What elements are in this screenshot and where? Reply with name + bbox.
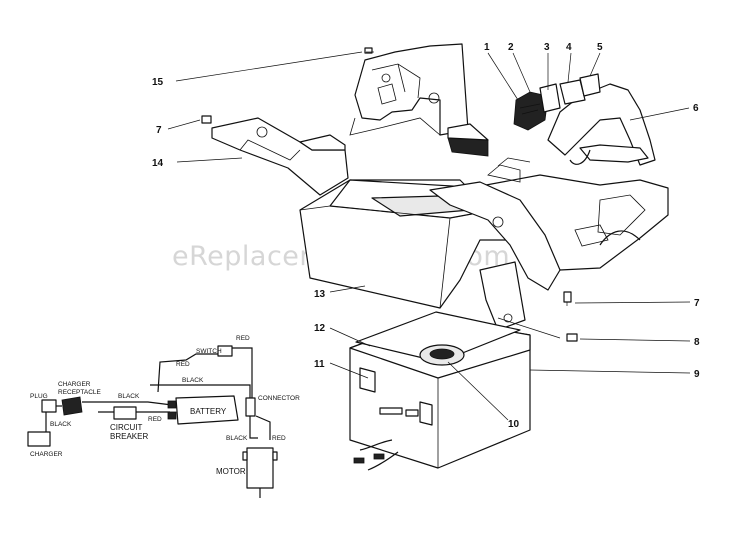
callout-10: 10 — [508, 419, 520, 430]
callout-1: 1 — [484, 42, 490, 53]
svg-text:RED: RED — [272, 435, 286, 442]
svg-text:BATTERY: BATTERY — [190, 407, 227, 416]
callout-14: 14 — [152, 158, 164, 169]
rear-bracket-part — [349, 43, 469, 136]
svg-text:PLUG: PLUG — [30, 393, 48, 400]
callout-11: 11 — [314, 359, 325, 370]
callout-9: 9 — [694, 369, 700, 380]
circuit-breaker-component — [113, 406, 137, 420]
screw-7-right — [563, 291, 572, 306]
switch-cluster — [513, 73, 601, 131]
svg-text:BREAKER: BREAKER — [110, 432, 148, 441]
callout-4: 4 — [566, 42, 572, 53]
left-armrest-part — [211, 117, 349, 196]
box-wires — [353, 439, 399, 471]
svg-text:RED: RED — [176, 361, 190, 368]
svg-text:CHARGER: CHARGER — [58, 381, 91, 388]
charger-receptacle — [61, 396, 83, 416]
screw-7-left — [201, 115, 212, 124]
callout-2: 2 — [508, 42, 514, 53]
svg-text:MOTOR: MOTOR — [216, 467, 246, 476]
callout-7-left: 7 — [156, 125, 162, 136]
callout-15: 15 — [152, 77, 164, 88]
callout-12: 12 — [314, 323, 326, 334]
svg-text:CIRCUIT: CIRCUIT — [110, 423, 143, 432]
screw-15 — [364, 47, 374, 54]
screw-8 — [566, 333, 578, 342]
battery-lid-part — [355, 311, 521, 366]
svg-text:RECEPTACLE: RECEPTACLE — [58, 389, 102, 396]
svg-text:BLACK: BLACK — [226, 435, 248, 442]
bracket-insert — [447, 137, 489, 157]
connector-component — [245, 397, 256, 417]
svg-text:BLACK: BLACK — [182, 377, 204, 384]
callouts: 15 7 14 1 2 3 4 5 6 13 7 12 8 11 9 10 — [152, 42, 700, 430]
svg-text:CONNECTOR: CONNECTOR — [258, 395, 300, 402]
callout-7-right: 7 — [694, 298, 700, 309]
switch-component — [217, 345, 233, 357]
bracket-insert-face — [447, 123, 489, 141]
support-post-part — [479, 261, 526, 331]
svg-text:RED: RED — [148, 416, 162, 423]
svg-text:SWITCH: SWITCH — [196, 348, 222, 355]
battery-component — [175, 395, 239, 425]
charger-component — [27, 431, 51, 447]
motor-component — [246, 447, 274, 489]
callout-13: 13 — [314, 289, 326, 300]
svg-text:BLACK: BLACK — [118, 393, 140, 400]
callout-6: 6 — [693, 103, 699, 114]
svg-text:RED: RED — [236, 335, 250, 342]
wiring-schematic: SWITCH RED RED BLACK CHARGER RECEPTACLE … — [27, 335, 300, 498]
callout-8: 8 — [694, 337, 700, 348]
svg-text:BLACK: BLACK — [50, 421, 72, 428]
callout-5: 5 — [597, 42, 603, 53]
front-armrest-part — [429, 181, 561, 291]
callout-3: 3 — [544, 42, 550, 53]
leader-lines — [167, 51, 691, 421]
svg-text:CHARGER: CHARGER — [30, 451, 63, 458]
plug-component — [41, 399, 57, 413]
